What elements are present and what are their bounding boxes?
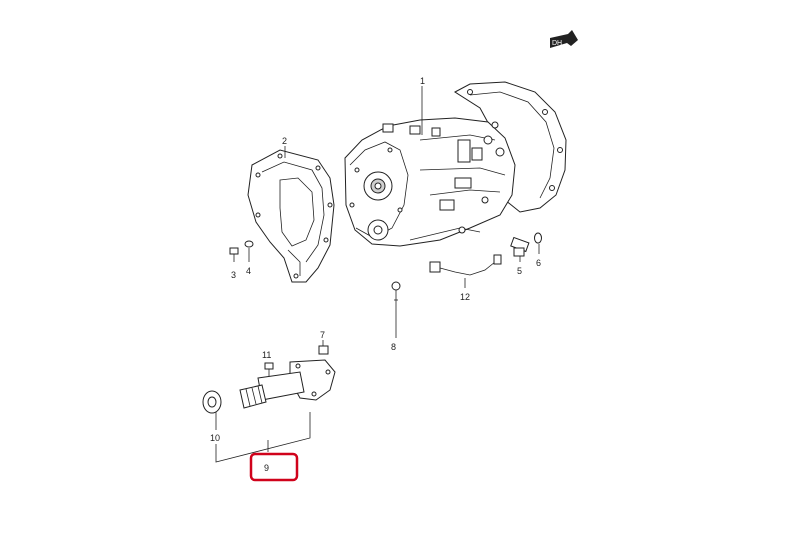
callout-4: 4: [246, 266, 251, 276]
callout-3: 3: [231, 270, 236, 280]
direction-arrow-icon: DH: [550, 30, 578, 48]
callout-2: 2: [282, 136, 287, 146]
callout-9: 9: [264, 463, 269, 473]
long-bolt-part-8[interactable]: [391, 281, 401, 328]
washer-part-4[interactable]: [244, 240, 254, 248]
callout-8: 8: [391, 342, 396, 352]
highlight-box: [249, 452, 299, 482]
seal-part-10[interactable]: [202, 390, 222, 414]
callout-5: 5: [517, 266, 522, 276]
wire-harness-part-12[interactable]: [429, 254, 502, 276]
callout-11: 11: [262, 350, 271, 360]
transmission-case-assembly[interactable]: [344, 81, 567, 247]
callout-10: 10: [210, 433, 220, 443]
direction-badge-label: DH: [552, 40, 562, 47]
callout-12: 12: [460, 292, 470, 302]
bolt-part-11[interactable]: [264, 362, 274, 376]
shaft-part-9[interactable]: [239, 359, 336, 409]
front-cover-plate[interactable]: [247, 149, 335, 283]
callout-7: 7: [320, 330, 325, 340]
bolt-part-7[interactable]: [318, 345, 329, 355]
callout-6: 6: [536, 258, 541, 268]
gasket-part-6[interactable]: [534, 232, 542, 244]
bolt-part-3[interactable]: [229, 247, 239, 262]
callout-1: 1: [420, 76, 425, 86]
switch-part-5[interactable]: [510, 236, 530, 257]
